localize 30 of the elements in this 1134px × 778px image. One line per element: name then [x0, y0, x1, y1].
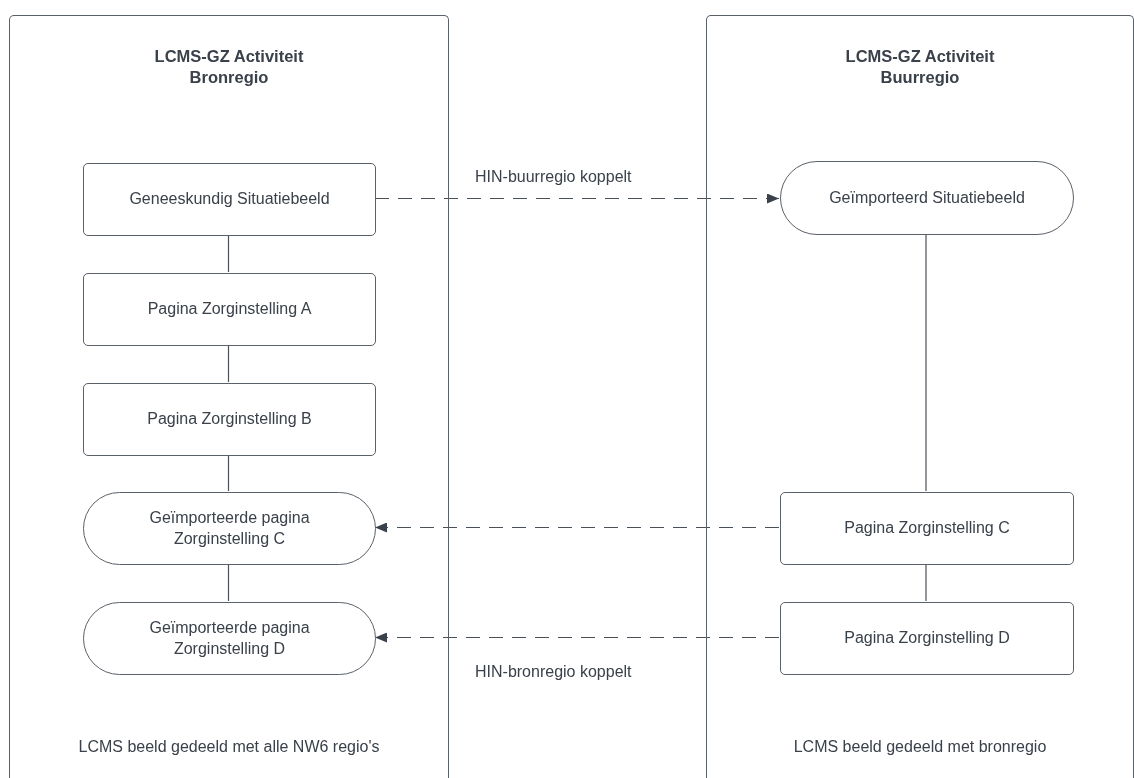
edge-label: HIN-buurregio koppelt — [473, 168, 634, 186]
swimlane — [9, 15, 449, 778]
node-label: Geïmporteerde pagina Zorginstelling C — [148, 507, 311, 549]
connector-line — [925, 563, 927, 602]
dashed-arrow — [374, 632, 780, 643]
node-label: Pagina Zorginstelling A — [146, 299, 313, 320]
node-label: Geïmporteerde pagina Zorginstelling D — [148, 617, 311, 659]
connector-line — [925, 233, 927, 492]
connector-line — [227, 454, 230, 492]
process-box — [83, 163, 376, 236]
lane-note: LCMS beeld gedeeld met bronregio — [792, 737, 1048, 757]
process-box — [83, 273, 376, 346]
process-box — [780, 602, 1074, 675]
connector-line — [227, 344, 230, 383]
lane-title: LCMS-GZ Activiteit Bronregio — [153, 46, 305, 89]
lane-note: LCMS beeld gedeeld met alle NW6 regio's — [77, 737, 381, 757]
node-label: Geneeskundig Situatiebeeld — [128, 189, 331, 210]
node-label: Pagina Zorginstelling C — [843, 518, 1011, 539]
dashed-arrow — [374, 193, 780, 204]
lane-title: LCMS-GZ Activiteit Buurregio — [844, 46, 996, 89]
edge-label: HIN-bronregio koppelt — [473, 663, 634, 681]
connector-line — [227, 563, 230, 602]
dashed-arrow — [374, 522, 780, 533]
node-label: Pagina Zorginstelling B — [146, 409, 313, 430]
node-label: Pagina Zorginstelling D — [843, 628, 1011, 649]
process-box — [83, 383, 376, 456]
connector-line — [227, 234, 230, 273]
process-box — [780, 492, 1074, 565]
node-label: Geïmporteerd Situatiebeeld — [828, 187, 1026, 208]
swimlane — [706, 15, 1134, 778]
